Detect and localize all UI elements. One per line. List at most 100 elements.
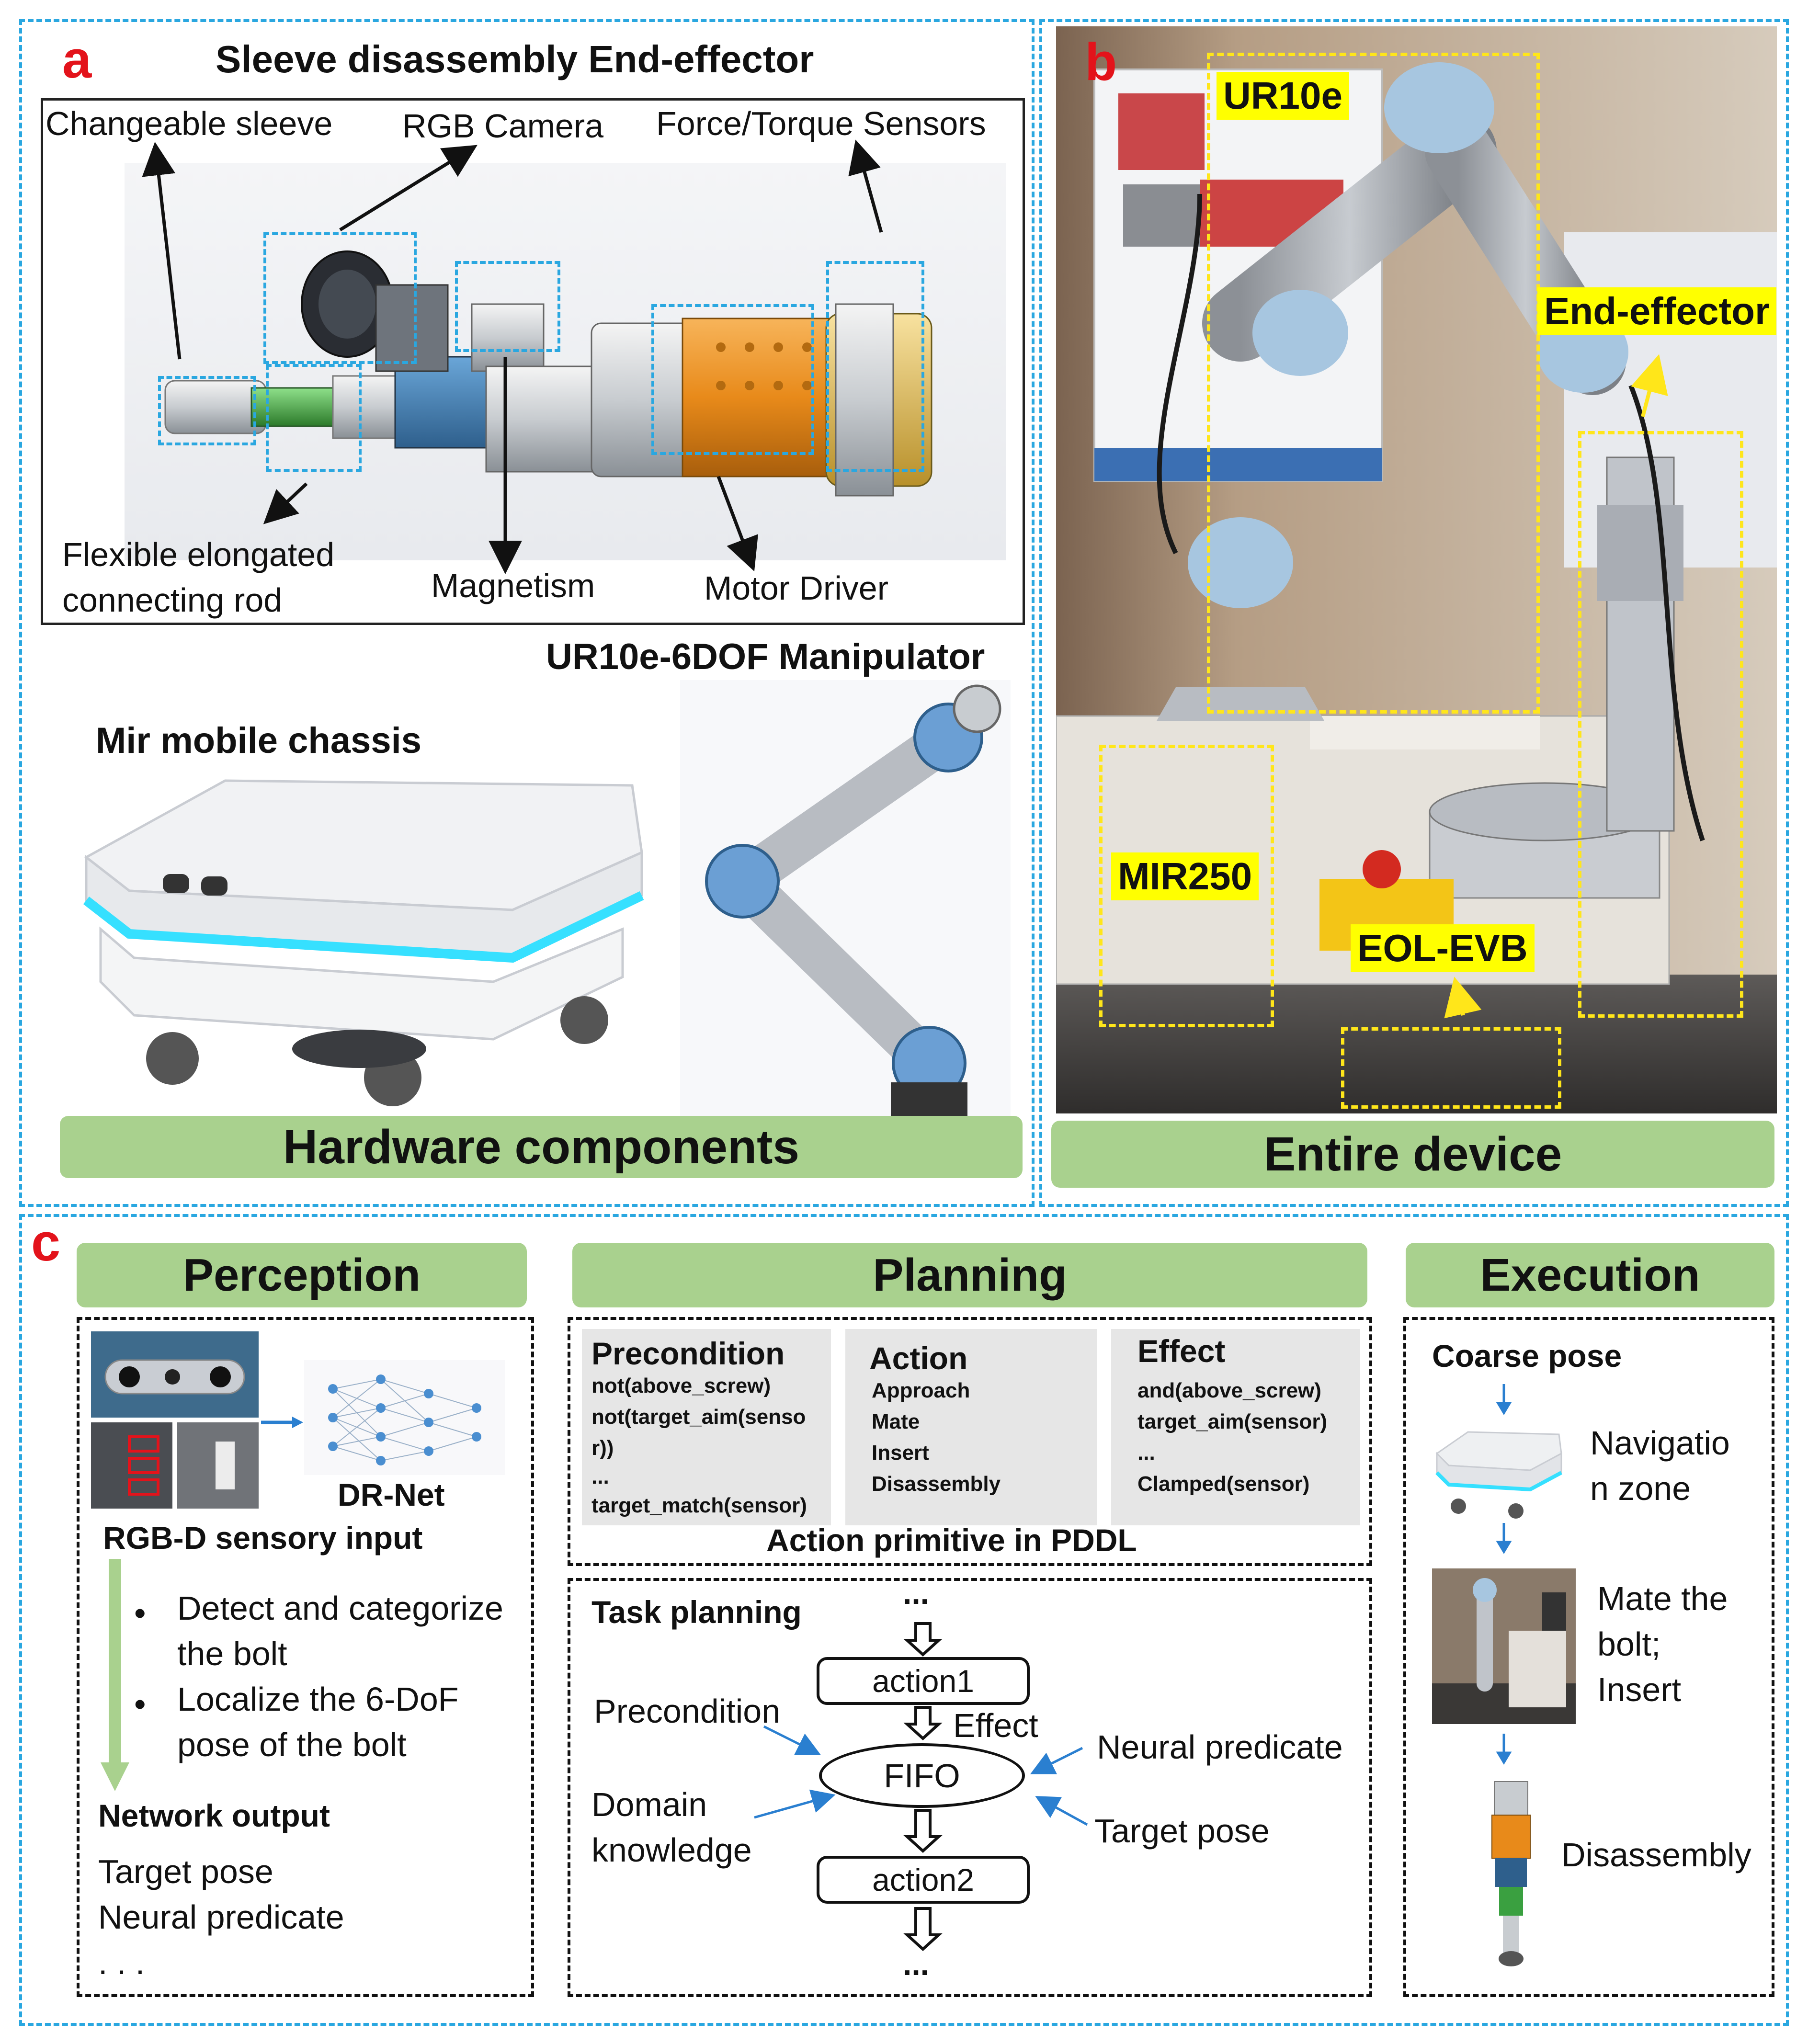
bullet-2-line1: Localize the 6-DoF — [177, 1681, 459, 1718]
bullet-1-line1: Detect and categorize — [177, 1590, 503, 1627]
task-planning-title: Task planning — [591, 1594, 802, 1630]
effect-panel — [1111, 1329, 1360, 1525]
execution-header-text: Execution — [1480, 1249, 1700, 1301]
planning-header: Planning — [572, 1243, 1367, 1307]
label-flexible-rod-2: connecting rod — [62, 581, 283, 619]
ellipsis-top: ... — [903, 1575, 930, 1611]
target-pose-flow-label: Target pose — [1094, 1812, 1270, 1850]
label-end-effector: End-effector — [1537, 287, 1777, 335]
perception-flow-arrow — [101, 1559, 129, 1791]
action-line-4: Disassembly — [872, 1472, 1001, 1496]
sleeve-highlight — [158, 376, 256, 445]
perception-header-text: Perception — [182, 1249, 421, 1301]
pddl-caption: Action primitive in PDDL — [766, 1522, 1137, 1558]
precondition-line-2: not(target_aim(senso — [591, 1405, 806, 1429]
bullet-1-line2: the bolt — [177, 1635, 287, 1672]
hardware-components-text: Hardware components — [283, 1120, 800, 1174]
ur10e-highlight — [1207, 53, 1540, 714]
effect-line-4: Clamped(sensor) — [1137, 1472, 1310, 1496]
label-flexible-rod-1: Flexible elongated — [62, 536, 335, 573]
label-force-torque: Force/Torque Sensors — [656, 105, 986, 142]
action2-label: action2 — [872, 1862, 974, 1897]
planning-header-text: Planning — [873, 1249, 1067, 1301]
mate-insert-image — [1432, 1568, 1576, 1724]
label-ur10e: UR10e — [1217, 72, 1350, 120]
network-output-label: Network output — [98, 1798, 330, 1833]
effect-line-1: and(above_screw) — [1137, 1379, 1321, 1402]
force-sensor-highlight — [826, 261, 924, 472]
nav-zone-line2: n zone — [1590, 1470, 1691, 1507]
panel-b-border — [1039, 19, 1789, 1207]
panel-c-border — [19, 1214, 1789, 2026]
end-effector-highlight — [1578, 431, 1743, 1018]
mate-line1: Mate the — [1597, 1580, 1728, 1617]
ur10e-arm-image — [680, 680, 1011, 1116]
effect-title: Effect — [1137, 1333, 1226, 1369]
bullet-dot-2: • — [134, 1685, 146, 1723]
arrow-to-network — [261, 1417, 303, 1428]
end-effector-arrows — [142, 139, 883, 574]
bullet-dot-1: • — [134, 1594, 146, 1632]
precondition-flow-label: Precondition — [594, 1692, 781, 1730]
action-title: Action — [869, 1340, 968, 1376]
precondition-line-3: r)) — [591, 1436, 614, 1460]
precondition-line-4: ... — [591, 1465, 609, 1488]
entire-device-photo — [1056, 26, 1777, 1113]
action-line-2: Mate — [872, 1410, 920, 1433]
task-flow-arrows — [754, 1622, 1088, 1952]
navigation-image — [1430, 1425, 1569, 1521]
disassembly-image — [1461, 1777, 1557, 1978]
action-line-3: Insert — [872, 1441, 929, 1465]
action1-box: action1 — [817, 1657, 1030, 1705]
panel-a-border — [19, 19, 1035, 1207]
rgbd-camera-image — [91, 1331, 259, 1418]
fifo-ellipse: FIFO — [819, 1743, 1025, 1808]
camera-highlight — [263, 232, 417, 364]
label-magnetism: Magnetism — [431, 567, 595, 604]
rgbd-input-label: RGB-D sensory input — [103, 1520, 423, 1556]
precondition-line-5: target_match(sensor) — [591, 1494, 807, 1517]
effect-line-3: ... — [1137, 1441, 1155, 1465]
precondition-panel — [582, 1329, 831, 1525]
effect-arrow-label: Effect — [953, 1707, 1038, 1744]
output-neural-predicate: Neural predicate — [98, 1898, 344, 1936]
pddl-box — [568, 1317, 1372, 1566]
action-panel — [845, 1329, 1097, 1525]
label-eol-evb: EOL-EVB — [1351, 924, 1535, 972]
perception-box — [77, 1317, 534, 1997]
execution-header: Execution — [1406, 1243, 1774, 1307]
eol-evb-highlight — [1341, 1027, 1561, 1109]
mir-title: Mir mobile chassis — [96, 720, 422, 761]
execution-arrows — [1496, 1384, 1512, 1765]
entire-device-banner: Entire device — [1051, 1121, 1774, 1188]
output-target-pose: Target pose — [98, 1853, 273, 1890]
motor-highlight — [651, 304, 814, 455]
precondition-title: Precondition — [591, 1336, 785, 1371]
ur10e-title: UR10e-6DOF Manipulator — [546, 636, 985, 677]
domain-knowledge-2: knowledge — [591, 1831, 752, 1869]
task-planning-box — [568, 1578, 1372, 1997]
mate-line3: Insert — [1597, 1671, 1682, 1708]
output-ellipsis: . . . — [98, 1944, 145, 1981]
magnetism-highlight — [455, 261, 560, 352]
bolt-detection-image — [91, 1422, 259, 1509]
action1-label: action1 — [872, 1663, 974, 1699]
label-changeable-sleeve: Changeable sleeve — [45, 105, 333, 142]
fifo-label: FIFO — [884, 1757, 960, 1794]
label-motor-driver: Motor Driver — [704, 569, 889, 607]
action2-box: action2 — [817, 1856, 1030, 1904]
domain-knowledge-1: Domain — [591, 1786, 707, 1823]
entire-device-text: Entire device — [1263, 1127, 1562, 1181]
panel-b-arrows — [1444, 354, 1668, 1019]
label-mir250: MIR250 — [1111, 852, 1259, 900]
precondition-line-1: not(above_screw) — [591, 1374, 771, 1397]
panel-a-letter: a — [62, 30, 92, 89]
panel-c-letter: c — [31, 1213, 61, 1272]
hardware-components-banner: Hardware components — [60, 1116, 1023, 1178]
coarse-pose-label: Coarse pose — [1432, 1338, 1622, 1374]
bullet-2-line2: pose of the bolt — [177, 1726, 407, 1763]
ellipsis-bottom: ... — [903, 1946, 930, 1982]
disassembly-label: Disassembly — [1561, 1836, 1751, 1874]
rod-highlight — [266, 364, 362, 472]
